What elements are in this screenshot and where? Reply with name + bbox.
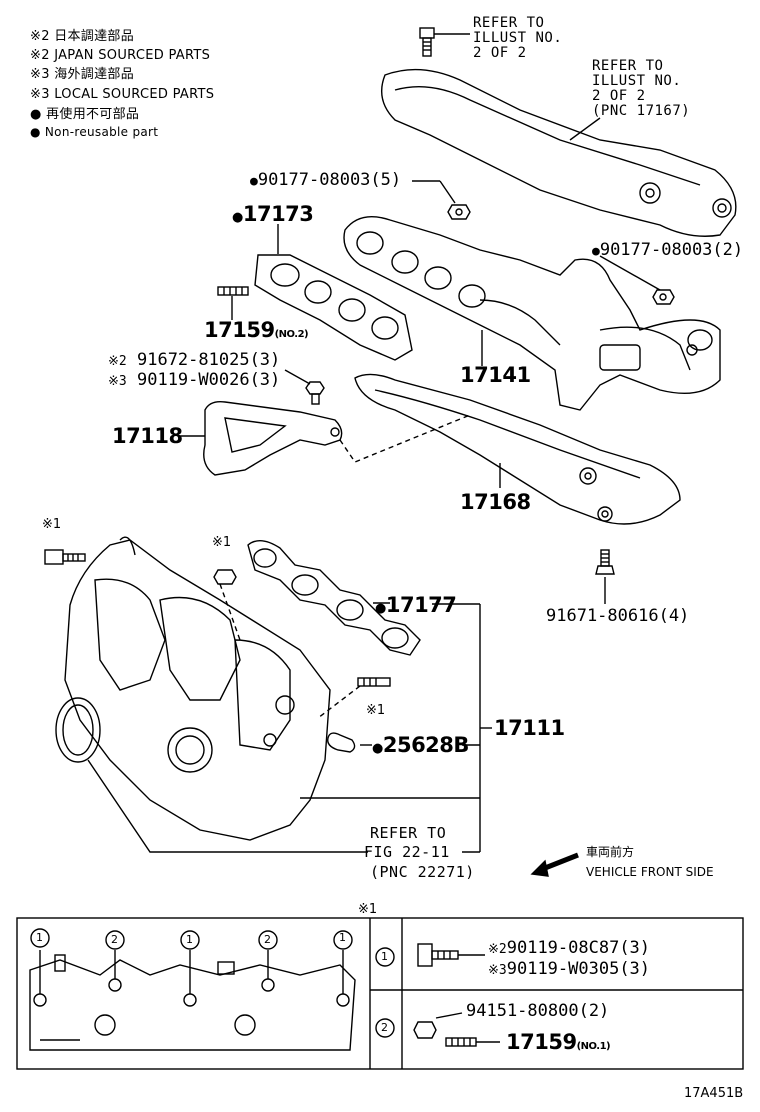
nut-mid <box>213 569 237 585</box>
intake-manifold <box>64 539 331 841</box>
front-arrow-icon <box>530 852 579 877</box>
callout-1c: 1 <box>339 931 346 944</box>
legend-japan-en: ※2 JAPAN SOURCED PARTS <box>30 48 211 63</box>
legend-japan-jp: ※2 日本調達部品 <box>30 29 135 44</box>
part-17111: 17111 <box>494 716 565 740</box>
refer-right-3: 2 OF 2 <box>592 88 646 104</box>
mark-s1-nut: ※1 <box>212 535 232 550</box>
part-91671: 91671-80616(4) <box>546 606 690 626</box>
refer-fig-1: REFER TO <box>370 824 447 842</box>
refer-top-2: ILLUST NO. <box>473 30 563 46</box>
mark-s1-stud: ※1 <box>366 703 386 718</box>
callout-1b: 1 <box>186 933 193 946</box>
legend-local-en: ※3 LOCAL SOURCED PARTS <box>30 87 215 102</box>
exhaust-manifold <box>343 216 721 411</box>
detail-table <box>16 917 744 1070</box>
callout-2b: 2 <box>264 933 271 946</box>
intake-gasket <box>247 540 421 656</box>
part-25628b: ●25628B <box>372 733 469 757</box>
part-17159-no2: 17159(NO.2) <box>204 318 309 342</box>
table-row-1-id: 1 <box>381 950 388 963</box>
part-17118: 17118 <box>112 424 183 448</box>
manifold-bracket <box>203 400 343 476</box>
part-90119-w0305: ※390119-W0305(3) <box>488 959 651 979</box>
part-17177: ●17177 <box>375 593 457 617</box>
table-mark-s1: ※1 <box>358 902 378 917</box>
direction-en: VEHICLE FRONT SIDE <box>586 865 714 879</box>
refer-fig-2: FIG 22-11 <box>364 843 450 861</box>
bolt-left <box>44 549 86 565</box>
part-17159-no1: 17159(NO.1) <box>506 1030 611 1054</box>
refer-right-1: REFER TO <box>592 58 664 74</box>
part-90177-5: ●90177-08003(5) <box>250 170 402 190</box>
callout-1a: 1 <box>36 931 43 944</box>
mark-s1-bolt: ※1 <box>42 517 62 532</box>
callout-2a: 2 <box>111 933 118 946</box>
upper-heat-insulator <box>381 68 737 237</box>
throttle-ring <box>55 697 101 763</box>
refer-top-3: 2 OF 2 <box>473 45 527 61</box>
refer-top-1: REFER TO <box>473 15 545 31</box>
bolt-lower <box>595 549 615 575</box>
exhaust-gasket <box>254 254 413 361</box>
bolt-top <box>419 27 470 57</box>
refer-right-4: (PNC 17167) <box>592 103 691 119</box>
legend-nonreusable-en: ● Non-reusable part <box>30 125 159 139</box>
table-row-2-id: 2 <box>381 1021 388 1034</box>
part-17141: 17141 <box>460 363 531 387</box>
nut-upper <box>447 204 471 220</box>
part-90119-w0026: ※3 90119-W0026(3) <box>108 370 281 390</box>
callout-circles <box>30 928 395 1038</box>
refer-fig-3: (PNC 22271) <box>370 863 475 881</box>
lower-heat-insulator <box>354 373 681 525</box>
bolt-small <box>305 381 325 405</box>
part-90177-2: ●90177-08003(2) <box>592 240 744 260</box>
stud-mid <box>357 677 391 687</box>
legend-nonreusable-jp: ● 再使用不可部品 <box>30 107 140 122</box>
figure-id: 17A451B <box>684 1086 744 1101</box>
part-91672: ※2 91672-81025(3) <box>108 350 281 370</box>
part-90119-08c87: ※290119-08C87(3) <box>488 938 651 958</box>
part-17168: 17168 <box>460 490 531 514</box>
part-17173: ●17173 <box>232 202 314 226</box>
part-94151: 94151-80800(2) <box>466 1001 610 1021</box>
direction-jp: 車両前方 <box>586 845 635 859</box>
nut-right <box>652 289 675 305</box>
refer-right-2: ILLUST NO. <box>592 73 682 89</box>
egr-gasket <box>327 732 356 753</box>
stud-no2 <box>217 286 249 296</box>
legend-local-jp: ※3 海外調達部品 <box>30 67 135 82</box>
